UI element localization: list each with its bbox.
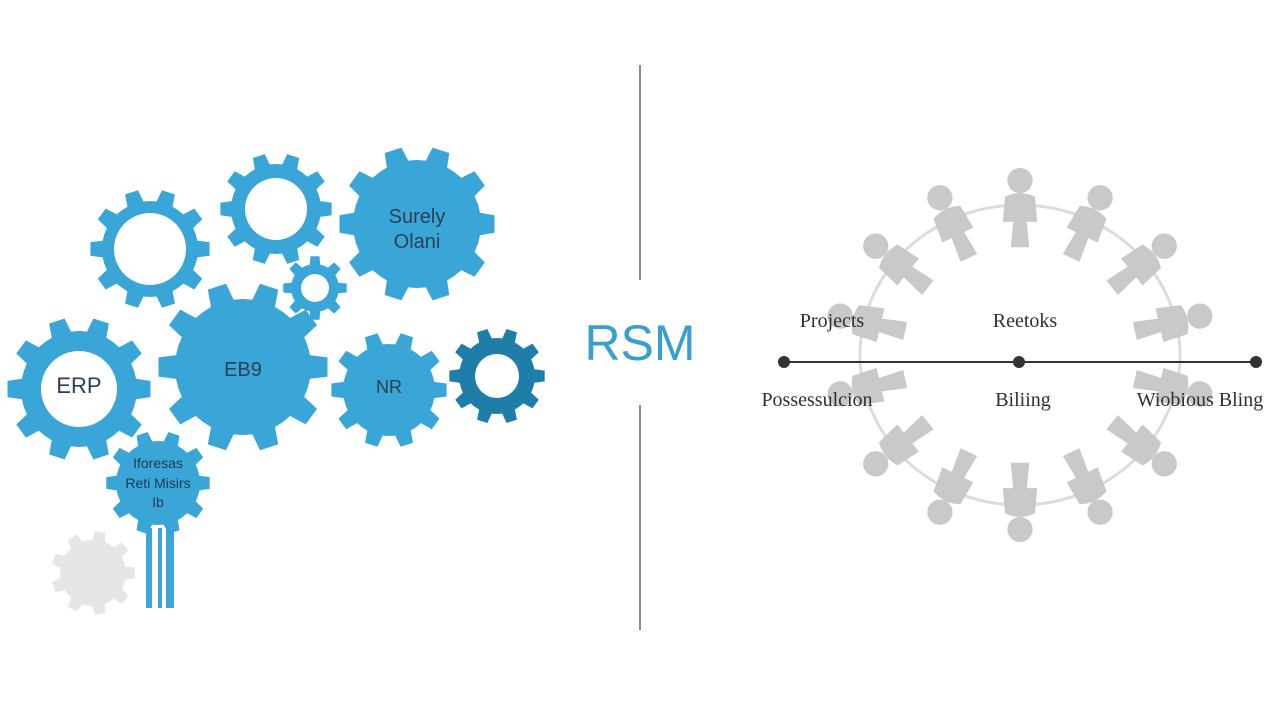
gear-label-reti-misirs: Reti Misirs [125, 475, 190, 491]
gear-icon-top-middle [220, 154, 332, 264]
person-icon [1101, 224, 1185, 302]
gear-label-surely: Surely [389, 206, 446, 228]
person-icon [918, 444, 985, 532]
person-icon [1002, 462, 1038, 543]
timeline-node-middle [1013, 356, 1025, 368]
person-icon [918, 178, 985, 266]
gear-icon-nr [331, 333, 447, 447]
gear-stem [146, 528, 174, 608]
person-icon [855, 224, 939, 302]
gear-icon-iforesas [106, 432, 210, 534]
timeline-label-reetoks: Reetoks [993, 310, 1058, 332]
gear-label-iforesas: Iforesas [133, 455, 183, 471]
person-icon [1130, 296, 1217, 348]
gear-label-eb9: EB9 [224, 359, 262, 381]
gear-icon-small [283, 256, 347, 320]
person-icon [1002, 167, 1038, 248]
timeline-label-wiobious-bling: Wiobious Bling [1137, 389, 1263, 411]
timeline-label-projects: Projects [800, 310, 865, 332]
person-icon [1055, 178, 1122, 266]
gears-cluster: Surely Olani ERP EB9 NR Iforesas Reti Mi… [7, 147, 545, 615]
timeline-node-left [778, 356, 790, 368]
person-icon [1101, 408, 1185, 486]
timeline-label-possessulcion: Possessulcion [761, 389, 872, 411]
person-icon [855, 408, 939, 486]
timeline-label-biliing: Biliing [995, 389, 1051, 411]
gear-icon-eb9 [158, 283, 328, 451]
timeline: Projects Reetoks Possessulcion Biliing W… [761, 310, 1263, 411]
gear-icon-surely [339, 147, 495, 301]
gear-icon-top-left [90, 190, 210, 308]
gear-icon-faded [52, 531, 135, 615]
gear-label-nr: NR [376, 377, 402, 397]
person-icon [1055, 444, 1122, 532]
center-title: RSM [584, 315, 695, 371]
gear-label-olani: Olani [394, 231, 441, 253]
gear-label-ib: Ib [152, 494, 164, 510]
gear-icon-dark [449, 329, 545, 423]
people-circle-icon [823, 167, 1217, 543]
timeline-node-right [1250, 356, 1262, 368]
gear-label-erp: ERP [56, 373, 101, 398]
gear-icon-erp [7, 318, 151, 460]
